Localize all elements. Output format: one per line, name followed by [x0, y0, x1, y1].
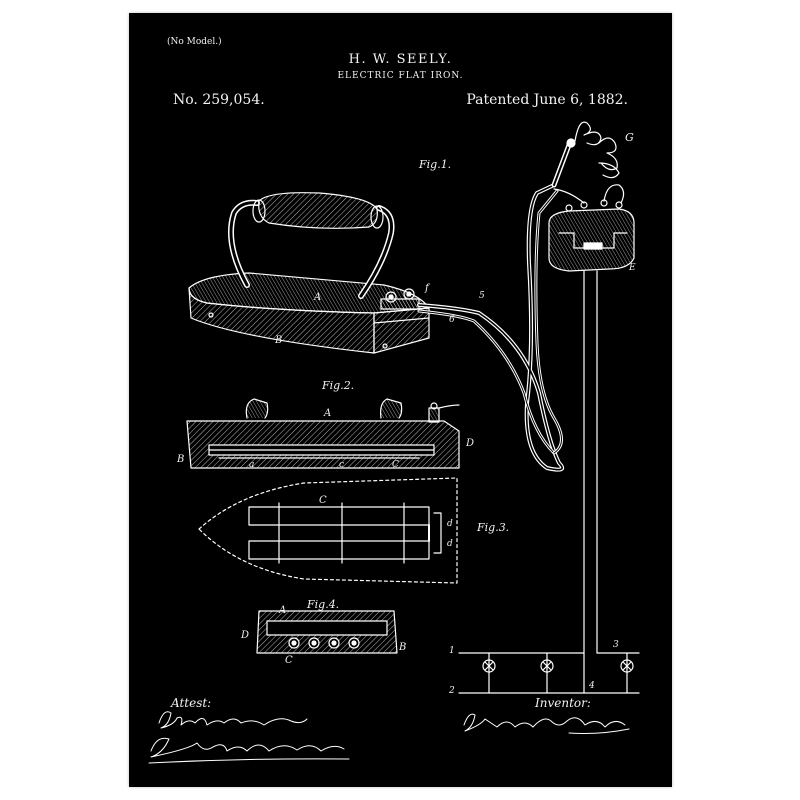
circuit-label-4: 4: [589, 681, 595, 691]
invention-title: ELECTRIC FLAT IRON.: [337, 71, 464, 81]
attest-label: Attest:: [171, 696, 212, 710]
patent-date: Patented June 6, 1882.: [466, 92, 628, 108]
fig2-label-a-small: a: [249, 460, 255, 470]
fig3-label-c: C: [319, 495, 327, 506]
inventor-signature: [463, 713, 630, 734]
circuit-label-2: 2: [449, 686, 455, 696]
lamp-1: [482, 652, 496, 694]
inventor-name: H. W. SEELY.: [348, 52, 453, 67]
patent-poster: (No Model.) H. W. SEELY. ELECTRIC FLAT I…: [129, 13, 672, 787]
no-model-note: (No Model.): [167, 37, 222, 47]
fig3-label-d: d: [447, 519, 453, 529]
circuit-label-3: 3: [613, 640, 619, 650]
fig2-label-a: A: [324, 408, 332, 419]
lamp-2: [540, 652, 554, 694]
plug-connector: [548, 121, 635, 272]
fig4-label-b: B: [399, 642, 407, 653]
fig4-end-section: [256, 610, 398, 654]
patent-number: No. 259,054.: [173, 92, 265, 108]
part-label-a: A: [314, 292, 322, 303]
fig2-label-c: c: [339, 460, 345, 470]
patent-drawing: [148, 121, 640, 764]
part-label-b: B: [275, 335, 283, 346]
fig2-label: Fig.2.: [322, 379, 355, 392]
fig4-label-d: D: [241, 630, 250, 641]
part-label-5: 5: [479, 291, 485, 301]
fig3-coil-plan: [198, 477, 458, 584]
lamp-3: [620, 652, 634, 694]
circuit-diagram: [458, 270, 640, 694]
fig3-label: Fig.3.: [477, 521, 510, 534]
fig1-flat-iron: [188, 183, 564, 472]
part-label-g: G: [625, 131, 634, 144]
fig1-label: Fig.1.: [419, 158, 452, 171]
inventor-label: Inventor:: [535, 696, 591, 710]
circuit-label-1: 1: [449, 646, 455, 656]
fig2-label-c-cap: C: [392, 460, 399, 470]
fig2-section: [186, 398, 460, 469]
fig4-label-c: C: [285, 655, 293, 666]
fig3-label-d2: d: [447, 539, 453, 549]
part-label-e: E: [629, 263, 636, 273]
fig2-label-d: D: [466, 438, 475, 449]
fig4-label-a: A: [279, 605, 287, 616]
part-label-f: f: [425, 283, 429, 294]
fig2-label-b: B: [177, 454, 185, 465]
part-label-6: 6: [449, 315, 455, 325]
fig4-label: Fig.4.: [307, 598, 340, 611]
witness-signatures: [148, 711, 350, 764]
